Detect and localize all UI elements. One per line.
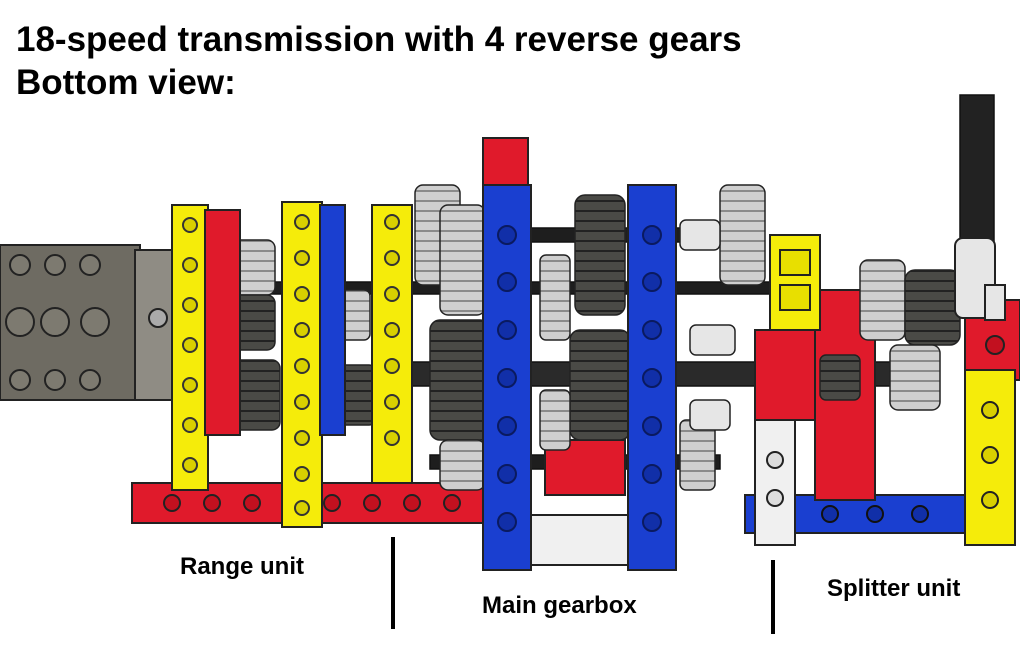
title-line-1: 18-speed transmission with 4 reverse gea…	[16, 20, 742, 59]
yellow-beams	[171, 201, 413, 528]
splitter-frame	[754, 234, 1016, 546]
label-range-unit: Range unit	[180, 553, 304, 580]
divider-range-main	[391, 537, 395, 629]
diagram-title: 18-speed transmission with 4 reverse gea…	[16, 18, 742, 104]
label-main-gearbox: Main gearbox	[482, 592, 637, 619]
label-splitter-unit: Splitter unit	[827, 575, 961, 602]
motor-block	[0, 244, 176, 401]
divider-main-splitter	[771, 560, 775, 634]
title-line-2: Bottom view:	[16, 63, 236, 102]
white-bottom-beam	[524, 514, 631, 566]
blue-beams	[482, 184, 677, 571]
gears	[224, 184, 961, 491]
